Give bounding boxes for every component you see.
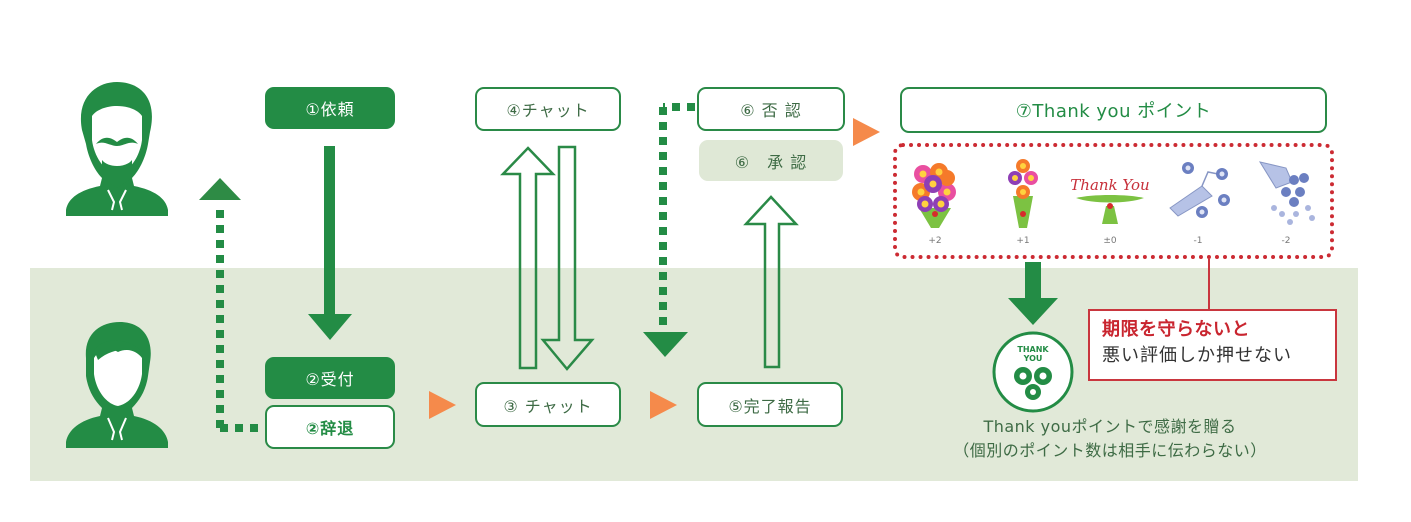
flow-arrow-right-icon: [429, 391, 456, 419]
step-approve-button[interactable]: ⑥ 承 認: [699, 140, 843, 181]
svg-text:Thank You: Thank You: [1070, 176, 1149, 194]
svg-text:YOU: YOU: [1023, 354, 1043, 363]
rewards-down-arrow-icon: [1008, 262, 1058, 325]
flow-arrow-right-icon: [650, 391, 677, 419]
description-line-2: （個別のポイント数は相手に伝わらない）: [953, 441, 1267, 460]
fallen-bouquet-icon[interactable]: [1158, 152, 1238, 232]
thankyou-badge-icon: THANK YOU: [992, 331, 1074, 413]
reward-label: -2: [1281, 236, 1291, 246]
requester-avatar-icon: [66, 82, 168, 216]
request-down-arrow-icon: [308, 146, 352, 340]
flow-arrow-right-icon: [853, 118, 880, 146]
callout-warning-text: 期限を守らないと: [1102, 319, 1250, 340]
reward-label: -1: [1193, 236, 1203, 246]
description-line-1: Thank youポイントで感謝を贈る: [983, 417, 1237, 436]
chat-down-hollow-arrow-icon: [540, 145, 595, 371]
thankyou-description: Thank youポイントで感謝を贈る （個別のポイント数は相手に伝わらない）: [930, 415, 1290, 463]
deadline-warning-callout: 期限を守らないと 悪い評価しか押せない: [1088, 309, 1337, 381]
step-thankyou-points-button[interactable]: ⑦Thank you ポイント: [900, 87, 1327, 133]
large-bouquet-icon[interactable]: [895, 152, 975, 232]
svg-text:THANK: THANK: [1017, 345, 1049, 354]
reject-dotted-arrow-icon: [643, 103, 695, 357]
worker-avatar-icon: [66, 322, 168, 448]
decline-dotted-arrow-icon: [199, 178, 264, 432]
thank-you-banner-icon[interactable]: Thank You: [1070, 152, 1150, 232]
step-decline-button[interactable]: ②辞退: [265, 405, 395, 449]
step-complete-report-button[interactable]: ⑤完了報告: [697, 382, 843, 427]
step-chat-requester-button[interactable]: ④チャット: [475, 87, 621, 131]
step-chat-worker-button[interactable]: ③ チャット: [475, 382, 621, 427]
small-bouquet-icon[interactable]: [983, 152, 1063, 232]
chat-up-hollow-arrow-icon: [500, 146, 556, 370]
step-reject-button[interactable]: ⑥ 否 認: [697, 87, 845, 131]
report-up-hollow-arrow-icon: [743, 195, 799, 369]
reward-label: +1: [1016, 236, 1030, 246]
reward-label: +2: [928, 236, 942, 246]
step-accept-button[interactable]: ②受付: [265, 357, 395, 399]
callout-detail-text: 悪い評価しか押せない: [1102, 345, 1292, 366]
reward-label: ±0: [1103, 236, 1117, 246]
thankyou-badge: THANK YOU: [991, 330, 1075, 414]
scattered-bouquet-icon[interactable]: [1246, 152, 1326, 232]
step-request-button[interactable]: ①依頼: [265, 87, 395, 129]
reward-options-box: [893, 143, 1334, 259]
